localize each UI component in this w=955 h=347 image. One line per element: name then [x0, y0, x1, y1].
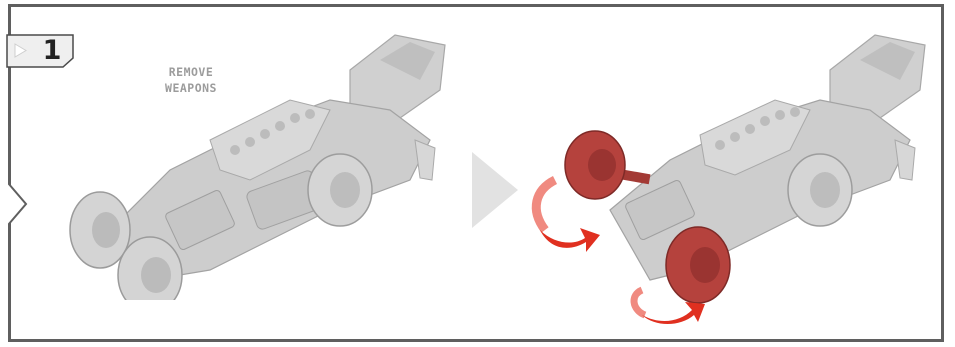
next-arrow-icon [470, 152, 520, 228]
rotation-arrow-icon-2 [634, 290, 645, 315]
vehicle-before-illustration [50, 30, 450, 300]
side-notch-icon [8, 183, 30, 225]
vehicle-after-illustration [520, 30, 940, 330]
rotation-arrow-icon [536, 180, 555, 230]
